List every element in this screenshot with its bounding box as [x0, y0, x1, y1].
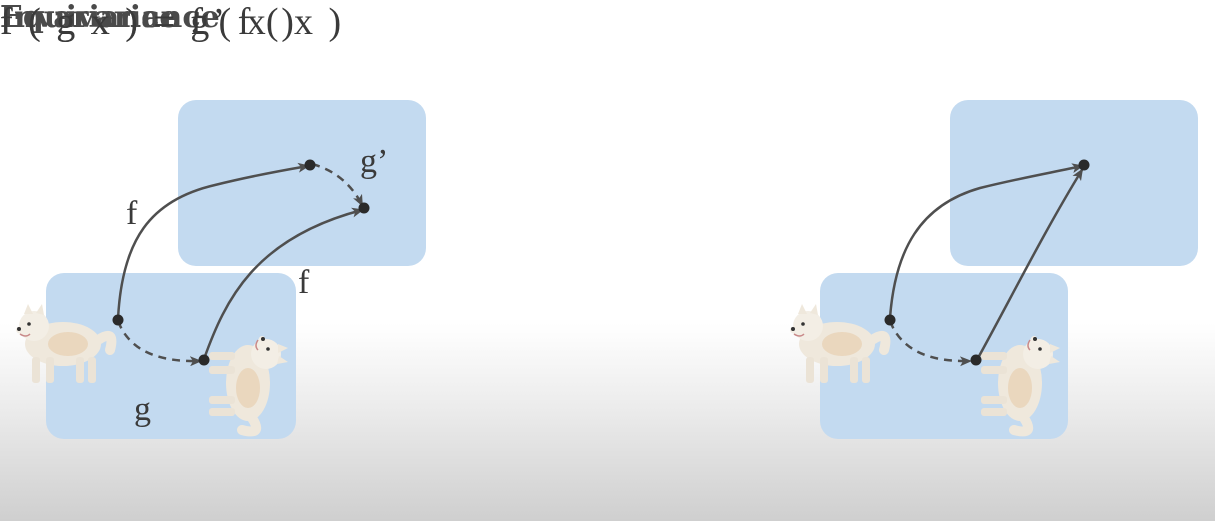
f-arrow-from-x — [888, 163, 1084, 319]
g-arrow — [116, 320, 202, 367]
f-arrow-lower — [202, 207, 364, 360]
g-arrow — [888, 320, 972, 367]
equivariance-formula: f ( g x ) = g’ f ( x ) — [0, 1, 345, 43]
invariance-formula: f ( g x ) = f ( x ) — [0, 1, 297, 43]
fx-point — [1078, 159, 1090, 171]
f-arrow-from-gx — [976, 168, 1084, 359]
g-label: g — [134, 391, 151, 428]
x-point — [112, 314, 124, 326]
equivariance-title: Equivariance — [0, 0, 220, 35]
f-label-upper: f — [126, 195, 138, 232]
invariance-diagram — [770, 100, 1198, 439]
x-point — [884, 314, 896, 326]
fx-point — [304, 159, 316, 171]
output-space-panel — [178, 100, 426, 266]
g-prime-label: g’ — [360, 143, 388, 180]
gx-point — [198, 354, 210, 366]
f-arrow-upper — [116, 162, 310, 320]
fgx-point — [358, 202, 370, 214]
f-label-lower: f — [298, 264, 310, 301]
gx-point — [970, 354, 982, 366]
equivariance-diagram: f g’ f g — [0, 100, 426, 439]
invariance-title: Invariance — [0, 0, 179, 35]
g-prime-arrow — [311, 162, 364, 207]
